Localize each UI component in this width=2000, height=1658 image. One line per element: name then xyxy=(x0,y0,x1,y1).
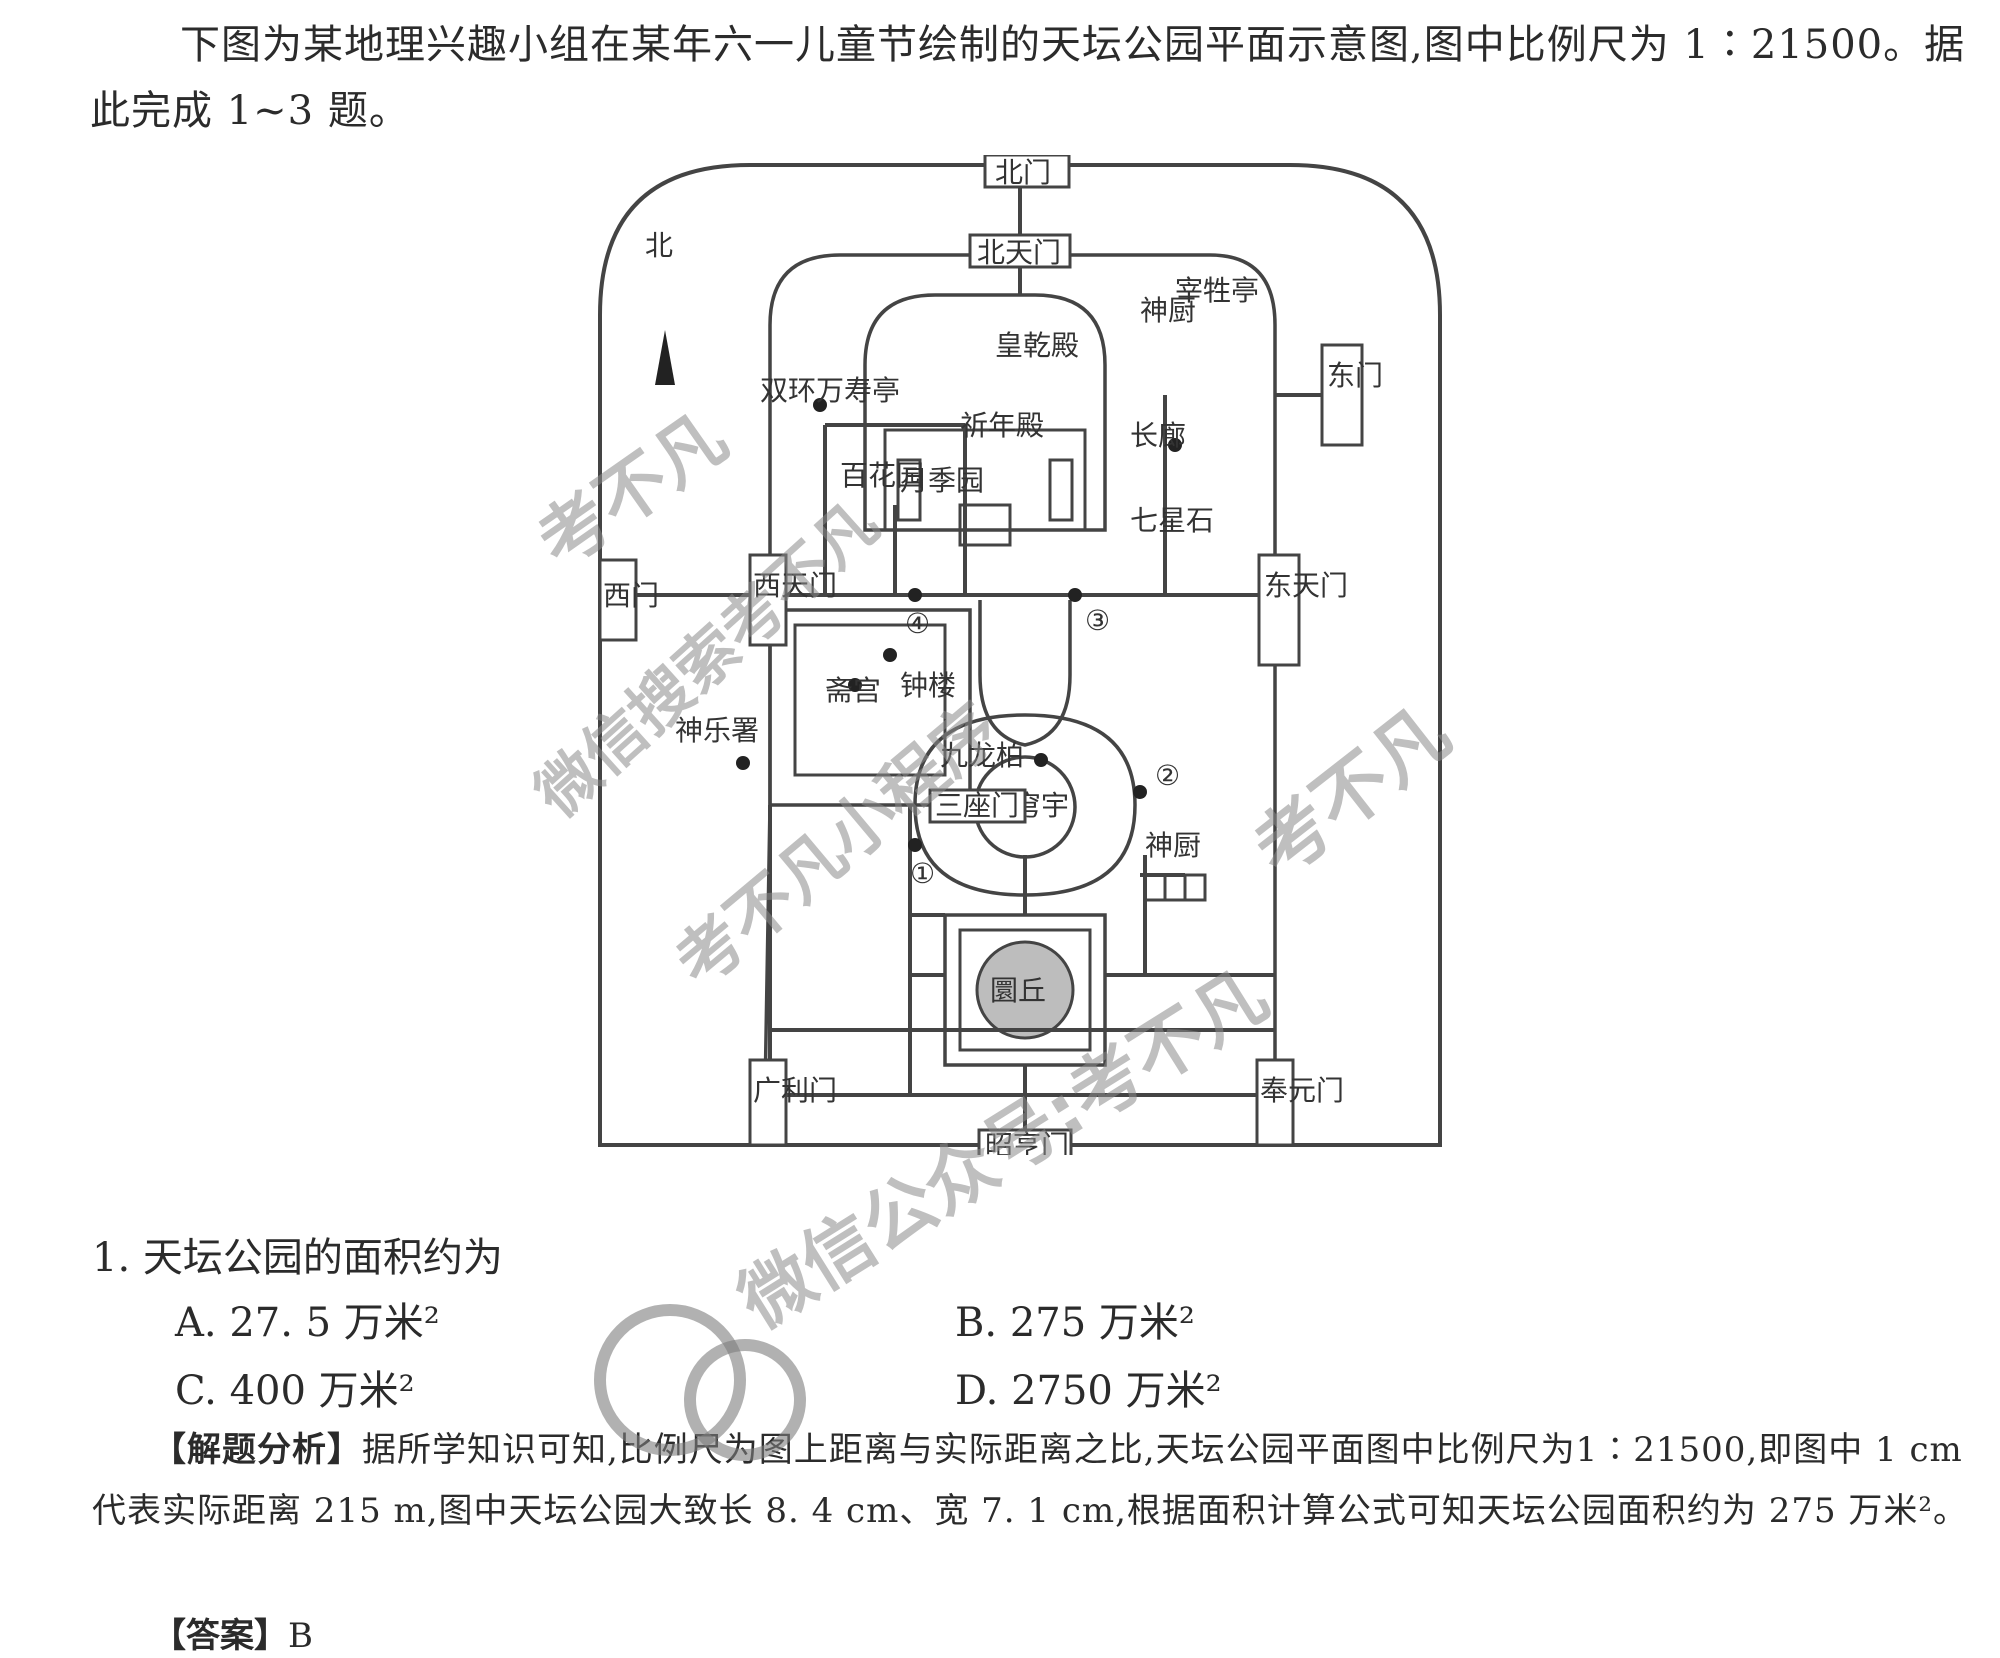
north-inner-gate: 北天门 xyxy=(977,236,1061,269)
map-points xyxy=(736,398,1182,852)
option-b: B. 275 万米² xyxy=(955,1300,1195,1346)
guangli-gate: 广利门 xyxy=(753,1074,837,1107)
north-arrow xyxy=(655,330,675,385)
baihua-block xyxy=(823,423,967,595)
option-c: C. 400 万米² xyxy=(175,1368,415,1414)
svg-text:七星石: 七星石 xyxy=(1130,504,1214,537)
tiantan-park-map: 北 双环万寿亭 皇乾殿 祈年殿 神厨 宰牲亭 长廊 七星石 月季园 百花园 斋宫… xyxy=(598,155,1442,1155)
svg-text:③: ③ xyxy=(1085,604,1110,637)
gate-labels: 北门 北天门 东门 东天门 西门 西天门 昭亨门 广利门 奉元门 三座门 xyxy=(598,155,1383,1155)
qinian-inner xyxy=(883,428,1087,532)
answer-value: B xyxy=(288,1616,313,1656)
qinian-enclosure xyxy=(863,293,1107,532)
answer-line: 【答案】B xyxy=(152,1608,313,1657)
svg-text:月季园: 月季园 xyxy=(900,464,984,497)
svg-text:斋宫: 斋宫 xyxy=(825,674,881,707)
zhaigong-inner xyxy=(793,623,947,777)
north-gate: 北门 xyxy=(995,156,1051,189)
answer-label: 【答案】 xyxy=(152,1616,288,1656)
inner-wall xyxy=(763,253,1277,1097)
map-labels: 北 双环万寿亭 皇乾殿 祈年殿 神厨 宰牲亭 长廊 七星石 月季园 百花园 斋宫… xyxy=(645,229,1259,1007)
svg-text:①: ① xyxy=(910,857,935,890)
south-gate: 昭亨门 xyxy=(985,1129,1069,1155)
svg-text:圜丘: 圜丘 xyxy=(990,974,1046,1007)
svg-text:神厨: 神厨 xyxy=(1140,294,1196,327)
huangqiong-wall xyxy=(913,713,1137,897)
svg-text:九龙柏: 九龙柏 xyxy=(940,739,1024,772)
west-gate: 西门 xyxy=(603,579,659,612)
question-number: 1. xyxy=(92,1235,131,1281)
svg-text:祈年殿: 祈年殿 xyxy=(960,409,1044,442)
qiniandian-corridor xyxy=(978,600,1072,747)
sanzuomen-gate: 三座门 xyxy=(935,789,1019,822)
north-label: 北 xyxy=(645,229,673,262)
svg-text:宰牲亭: 宰牲亭 xyxy=(1175,274,1259,307)
question-title: 1. 天坛公园的面积约为 xyxy=(92,1225,503,1283)
analysis-paragraph: 【解题分析】据所学知识可知,比例尺为图上距离与实际距离之比,天坛公园平面图中比例… xyxy=(92,1420,1972,1542)
svg-text:神厨: 神厨 xyxy=(1145,829,1201,862)
analysis-label: 【解题分析】 xyxy=(152,1430,362,1470)
option-a: A. 27. 5 万米² xyxy=(175,1300,440,1346)
svg-text:钟楼: 钟楼 xyxy=(900,669,956,702)
east-gate: 东门 xyxy=(1327,359,1383,392)
question-text: 天坛公园的面积约为 xyxy=(142,1235,503,1281)
svg-text:②: ② xyxy=(1155,759,1180,792)
yuanqiu-altar xyxy=(975,940,1075,1040)
outer-wall xyxy=(598,163,1442,1147)
east-inner-gate: 东天门 xyxy=(1264,569,1348,602)
option-d: D. 2750 万米² xyxy=(955,1368,1222,1414)
svg-text:④: ④ xyxy=(905,607,930,640)
svg-text:长廊: 长廊 xyxy=(1130,419,1186,452)
intro-text: 下图为某地理兴趣小组在某年六一儿童节绘制的天坛公园平面示意图,图中比例尺为 1∶… xyxy=(90,22,1966,134)
fengyuan-gate: 奉元门 xyxy=(1260,1074,1344,1107)
analysis-text: 据所学知识可知,比例尺为图上距离与实际距离之比,天坛公园平面图中比例尺为1∶21… xyxy=(92,1430,1969,1531)
svg-text:双环万寿亭: 双环万寿亭 xyxy=(760,374,900,407)
west-inner-gate: 西天门 xyxy=(753,569,837,602)
svg-text:皇乾殿: 皇乾殿 xyxy=(995,329,1079,362)
svg-text:百花园: 百花园 xyxy=(840,459,924,492)
svg-text:神乐署: 神乐署 xyxy=(675,714,759,747)
